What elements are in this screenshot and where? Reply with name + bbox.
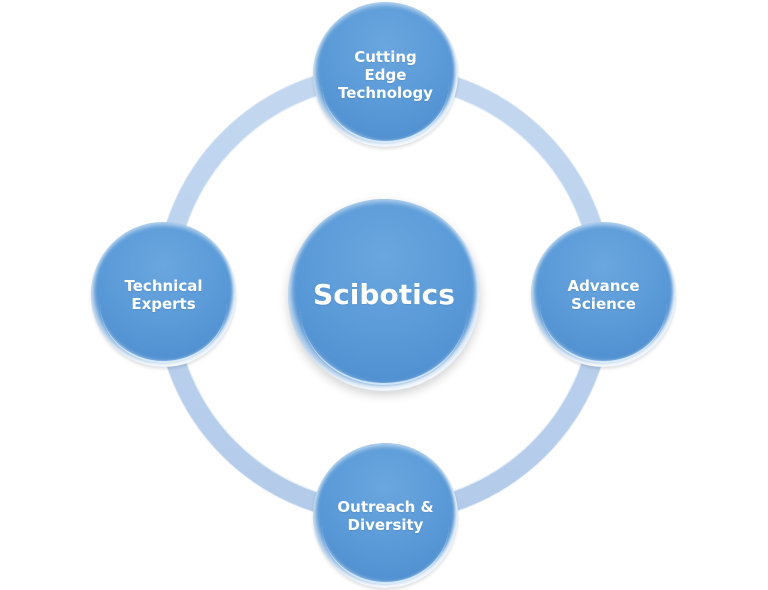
node-label: Cutting Edge Technology bbox=[338, 47, 433, 102]
center-label: Scibotics bbox=[313, 278, 455, 312]
node-outreach-diversity: Outreach & Diversity bbox=[313, 443, 458, 588]
center-node-scibotics: Scibotics bbox=[288, 199, 480, 391]
node-label: Advance Science bbox=[567, 276, 640, 313]
node-cutting-edge-technology: Cutting Edge Technology bbox=[313, 2, 458, 147]
node-technical-experts: Technical Experts bbox=[91, 222, 236, 367]
node-label: Outreach & Diversity bbox=[337, 497, 434, 534]
node-advance-science: Advance Science bbox=[531, 222, 676, 367]
node-label: Technical Experts bbox=[124, 276, 203, 313]
